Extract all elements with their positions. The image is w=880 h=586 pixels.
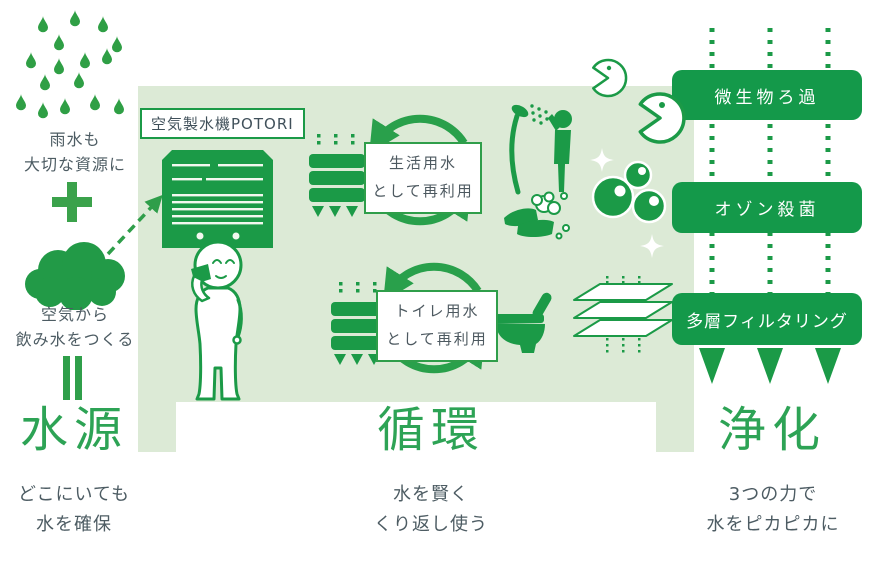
circulation-caption: 水を賢く くり返し使う xyxy=(336,480,526,539)
top-cycle-line2: として再利用 xyxy=(372,181,474,200)
top-cycle-label: 生活用水 として再利用 xyxy=(364,142,482,214)
equals-icon xyxy=(63,356,85,400)
bottom-cycle-label: トイレ用水 として再利用 xyxy=(376,290,498,362)
circulation-caption-line1: 水を賢く xyxy=(393,484,469,505)
plus-icon xyxy=(52,182,92,222)
circulation-caption-line2: くり返し使う xyxy=(374,513,488,535)
purification-step-1: 微生物ろ過 xyxy=(672,70,862,120)
table-left-leg xyxy=(138,402,176,452)
cloud-caption: 空気から 飲み水をつくる xyxy=(0,303,150,353)
purification-step-3: 多層フィルタリング xyxy=(672,293,862,345)
dashed-arrow-icon xyxy=(106,194,163,256)
toilet-icon xyxy=(492,292,552,353)
rain-caption: 雨水も 大切な資源に xyxy=(0,128,150,178)
shower-icon xyxy=(509,104,572,195)
microbes-icon xyxy=(592,58,686,144)
purification-heading: 浄化 xyxy=(717,402,826,458)
cloud-caption-line2: 飲み水をつくる xyxy=(15,329,135,349)
rain-caption-line1: 雨水も xyxy=(49,130,101,149)
water-tank-icon xyxy=(331,282,387,365)
source-caption: どこにいても 水を確保 xyxy=(0,480,148,539)
bottom-cycle-line2: として再利用 xyxy=(386,329,488,348)
top-cycle-line1: 生活用水 xyxy=(388,154,457,172)
purification-step-2: オゾン殺菌 xyxy=(672,182,862,233)
cloud-caption-line1: 空気から xyxy=(40,305,109,324)
cloud-icon xyxy=(25,242,125,310)
bottom-cycle-line1: トイレ用水 xyxy=(394,302,480,320)
sparkle-icon xyxy=(640,234,664,258)
water-tank-icon xyxy=(309,134,365,217)
rain-drops-icon xyxy=(16,10,124,119)
source-heading: 水源 xyxy=(19,402,128,458)
source-caption-line2: 水を確保 xyxy=(36,513,112,535)
purification-caption: 3つの力で 水をピカピカに xyxy=(678,480,868,539)
purification-caption-line2: 水をピカピカに xyxy=(706,513,840,535)
purification-caption-line1: 3つの力で xyxy=(728,484,818,505)
person-drinking-icon xyxy=(191,240,243,401)
filter-layers-icon xyxy=(573,276,673,353)
hand-washing-icon xyxy=(504,191,570,240)
machine-label: 空気製水機POTORI xyxy=(140,108,305,139)
ozone-bubbles-icon xyxy=(590,148,667,258)
source-caption-line1: どこにいても xyxy=(17,484,131,505)
rain-caption-line2: 大切な資源に xyxy=(23,154,126,174)
circulation-heading: 循環 xyxy=(376,402,485,458)
water-machine-icon xyxy=(162,150,273,248)
table-right-leg xyxy=(656,402,694,452)
